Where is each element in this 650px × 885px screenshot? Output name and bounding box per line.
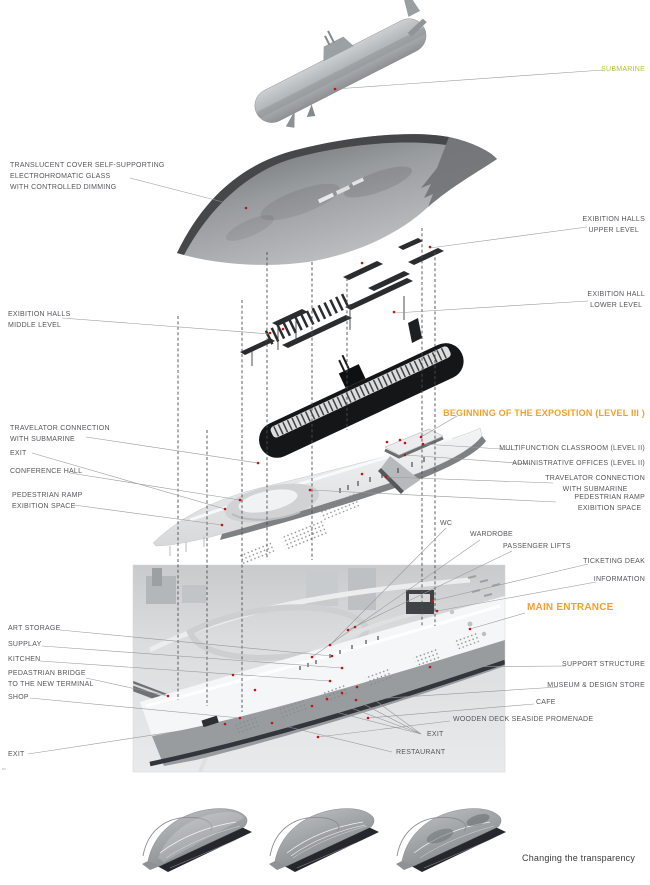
label-wc: WC (440, 520, 453, 527)
label-beginning-exposition: BEGINNING OF THE EXPOSITION (LEVEL III ) (443, 408, 645, 418)
leader-lines (27, 69, 604, 755)
label-art-storage: ART STORAGE (8, 625, 61, 632)
label-multifunction-classroom: MULTIFUNCTION CLASSROOM (LEVEL II) (499, 445, 645, 452)
label-exibition-halls-middle: EXIBITION HALLS MIDDLE LEVEL (8, 311, 71, 329)
label-administrative-offices: ADMINISTRATIVE OFFICES (LEVEL II) (512, 460, 645, 467)
level3-platform (384, 428, 444, 456)
label-exibition-hall-lower: EXIBITION HALL LOWER LEVEL (587, 291, 645, 309)
label-exit-lower-left: EXIT (8, 751, 25, 758)
submarine-tail-fin (402, 0, 421, 17)
label-kitchen: KITCHEN (8, 656, 41, 663)
label-supplay: SUPPLAY (8, 641, 42, 648)
label-passenger-lifts: PASSENGER LIFTS (503, 543, 571, 550)
label-wooden-deck: WOODEN DECK SEASIDE PROMENADE (453, 716, 594, 723)
label-pedestrian-ramp-left: PEDESTRIAN RAMP EXIBITION SPACE (12, 492, 83, 510)
transparency-thumbnails (141, 808, 507, 873)
label-exit-right: EXIT (427, 731, 444, 738)
exhibition-floor-plates (240, 238, 444, 366)
label-exibition-halls-upper: EXIBITION HALLS UPPER LEVEL (582, 216, 645, 234)
page-mark: ro (2, 766, 6, 771)
label-translucent-cover: TRANSLUCENT COVER SELF-SUPPORTING ELECTR… (10, 162, 165, 191)
hull-sail (338, 364, 366, 388)
label-exit-upper-left: EXIT (10, 450, 27, 457)
label-support-structure: SUPPORT STRUCTURE (562, 661, 645, 668)
thumbnails-caption: Changing the transparency (522, 853, 636, 863)
label-pedestrian-ramp-right: PEDESTRIAN RAMP EXIBITION SPACE (574, 494, 645, 512)
label-restaurant: RESTAURANT (396, 749, 446, 756)
label-travelator-right: TRAVELATOR CONNECTION WITH SUBMARINE (545, 475, 645, 493)
kiosk (201, 715, 219, 728)
label-travelator-left: TRAVELATOR CONNECTION WITH SUBMARINE (10, 425, 110, 443)
label-ticketing-desk: TICKETING DEAK (583, 558, 645, 565)
cover-shell-model (177, 134, 497, 265)
thumbnail-2 (268, 808, 380, 873)
label-cafe: CAFE (536, 699, 556, 706)
submarine-sail (323, 36, 354, 62)
label-main-entrance: MAIN ENTRANCE (527, 602, 614, 613)
label-wardrobe: WARDROBE (470, 531, 513, 538)
submarine-model (254, 0, 427, 128)
label-shop: SHOP (8, 694, 29, 701)
submarine-hull-cutaway (259, 343, 464, 458)
thumbnail-1 (141, 808, 253, 873)
dashed-guides (177, 228, 436, 712)
label-museum-design-store: MUSEUM & DESIGN STORE (547, 682, 645, 689)
anchor-markers (166, 87, 472, 739)
label-pedastrian-bridge: PEDASTRIAN BRIDGE TO THE NEW TERMINAL (8, 670, 94, 688)
label-information: INFORMATION (593, 576, 645, 583)
site-plan-render (132, 564, 506, 773)
quay-edge (149, 659, 505, 767)
roof-level-model (152, 427, 486, 566)
thumbnail-3 (395, 808, 507, 873)
gangway-ladder (264, 293, 351, 345)
label-submarine: SUBMARINE (601, 66, 645, 73)
label-conference-hall: CONFERENCE HALL (10, 468, 83, 475)
